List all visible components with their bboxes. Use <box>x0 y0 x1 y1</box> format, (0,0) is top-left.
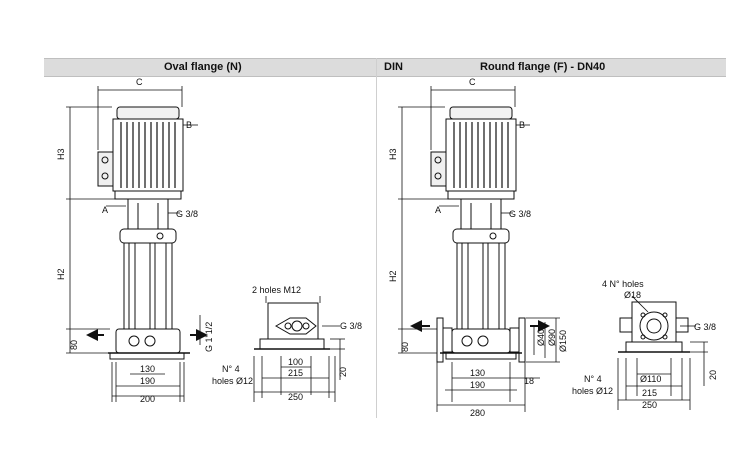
right-pump-drawing <box>398 86 560 412</box>
base-holes12: holes Ø12 <box>212 376 253 386</box>
left-dimension-labels: C B A G 3/8 H3 H2 80 G 1"1/2 130 190 200 <box>56 77 214 404</box>
right-dimension-labels: C B A G 3/8 H3 H2 80 Ø40 Ø90 Ø150 130 18… <box>388 77 568 418</box>
dim-g38: G 3/8 <box>509 209 531 219</box>
dim-b: B <box>186 120 192 130</box>
right-pump-sleeve <box>456 242 506 330</box>
left-motor <box>97 106 184 200</box>
dim-130: 130 <box>470 368 485 378</box>
header-din-label: DIN <box>384 61 403 73</box>
right-motor <box>430 106 517 200</box>
dim-b: B <box>519 120 525 130</box>
left-pump-sleeve <box>123 242 173 330</box>
left-base-plan <box>253 296 345 402</box>
left-pump-drawing <box>66 86 208 402</box>
dim-280: 280 <box>470 408 485 418</box>
base-n4: N° 4 <box>584 374 602 384</box>
dim-18: 18 <box>524 376 534 386</box>
dim-c: C <box>136 77 143 87</box>
dim-d90: Ø90 <box>547 329 557 346</box>
base-4n-holes: 4 N° holes <box>602 279 644 289</box>
base-holes12: holes Ø12 <box>572 386 613 396</box>
dim-h3: H3 <box>56 148 66 160</box>
dim-h2: H2 <box>56 268 66 280</box>
dim-h3: H3 <box>388 148 398 160</box>
dim-g112: G 1"1/2 <box>204 322 214 352</box>
right-pump-base <box>436 317 526 363</box>
header-oval-flange-label: Oval flange (N) <box>164 61 242 73</box>
dim-a: A <box>102 205 108 215</box>
dim-130: 130 <box>140 364 155 374</box>
dim-c: C <box>469 77 476 87</box>
left-coupling <box>119 198 177 244</box>
dim-g38: G 3/8 <box>176 209 198 219</box>
base-n4: N° 4 <box>222 364 240 374</box>
base-250: 250 <box>642 400 657 410</box>
header-oval-flange: Oval flange (N) <box>44 58 376 77</box>
base-holes-m12: 2 holes M12 <box>252 285 301 295</box>
left-pump-base <box>108 328 190 360</box>
panel-divider <box>376 58 377 418</box>
base-20: 20 <box>708 370 718 380</box>
base-100: 100 <box>288 357 303 367</box>
base-215: 215 <box>288 368 303 378</box>
base-d110: Ø110 <box>640 374 661 384</box>
dim-80: 80 <box>400 342 410 352</box>
base-250: 250 <box>288 392 303 402</box>
base-20: 20 <box>338 367 348 377</box>
header-round-flange-label: Round flange (F) - DN40 <box>480 61 606 73</box>
dim-h2: H2 <box>388 270 398 282</box>
dim-d150: Ø150 <box>558 330 568 352</box>
dim-d40: Ø40 <box>536 329 546 346</box>
dim-a: A <box>435 205 441 215</box>
dim-80: 80 <box>69 340 79 350</box>
right-coupling <box>452 198 510 244</box>
base-215: 215 <box>642 388 657 398</box>
dim-190: 190 <box>470 380 485 390</box>
right-base-labels: 4 N° holes Ø18 G 3/8 N° 4 holes Ø12 Ø110… <box>572 279 718 410</box>
base-g38: G 3/8 <box>340 321 362 331</box>
base-g38: G 3/8 <box>694 322 716 332</box>
dim-200: 200 <box>140 394 155 404</box>
dim-190: 190 <box>140 376 155 386</box>
right-base-plan <box>617 295 708 410</box>
header-round-flange: DIN Round flange (F) - DN40 <box>376 58 726 77</box>
left-base-labels: 2 holes M12 G 3/8 N° 4 holes Ø12 100 215… <box>212 285 362 402</box>
base-d18: Ø18 <box>624 290 641 300</box>
